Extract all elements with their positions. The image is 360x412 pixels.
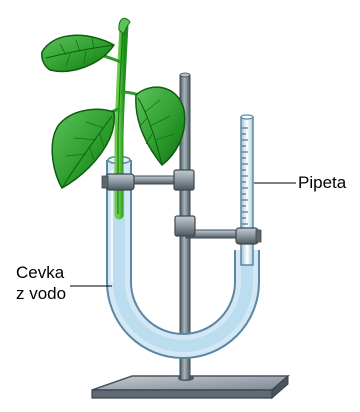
tube-label-line1: Cevka	[16, 263, 64, 283]
leaf-upper-left	[42, 35, 114, 71]
leaf-right	[136, 87, 185, 165]
pipette-label: Pipeta	[298, 173, 346, 193]
tube-label-line2: z vodo	[16, 284, 66, 304]
